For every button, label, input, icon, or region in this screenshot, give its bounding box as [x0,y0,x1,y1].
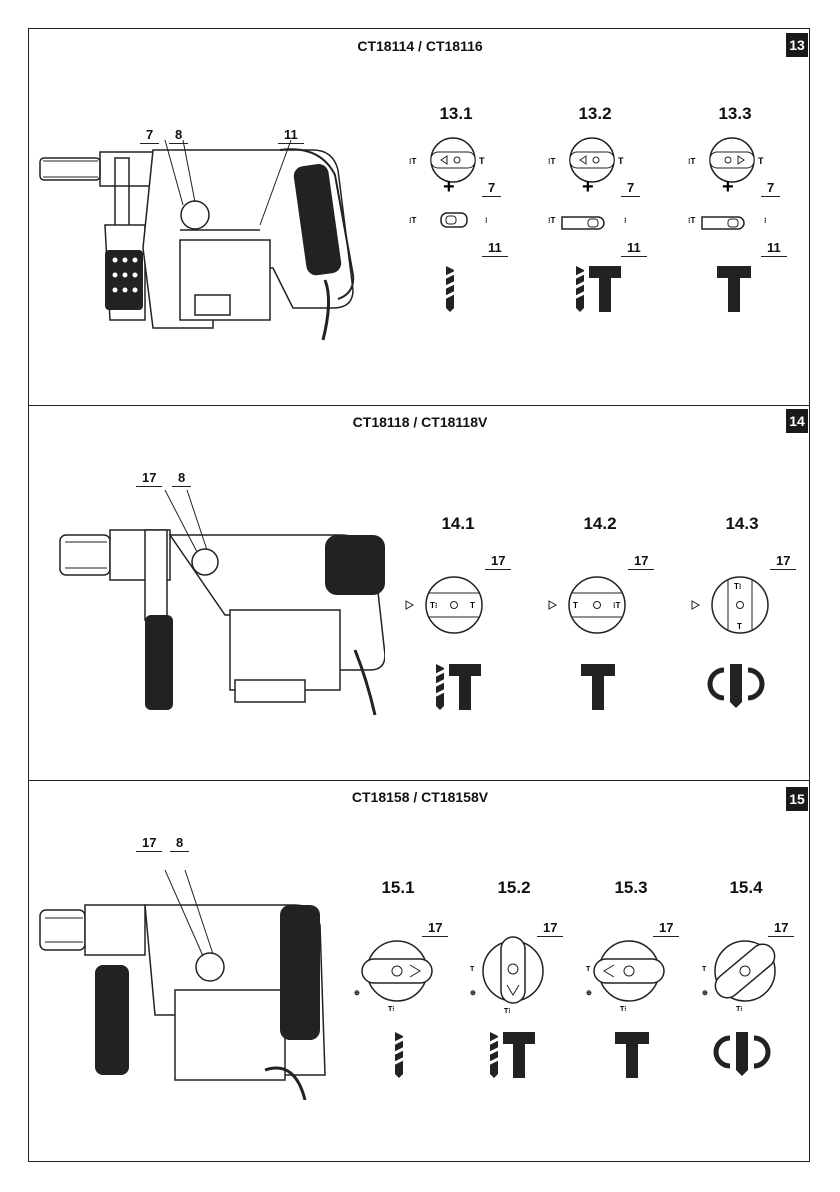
dial-callout: 7 [482,180,501,197]
switch-diagram: ⁝T ⁝ [544,205,644,235]
svg-text:⁝T: ⁝T [613,601,621,610]
svg-text:⊕: ⊕ [354,990,360,997]
svg-text:T: T [586,966,591,973]
svg-text:T: T [758,156,764,166]
hammer-drill-icon [487,1028,537,1078]
dial-callout: 17 [485,553,511,570]
figure-badge: 15 [786,787,808,811]
chisel-adjust-icon [712,1028,772,1078]
mode-dial-diagram: ⁝T T + [544,135,644,215]
switch-diagram: ⁝T ⁝ [684,205,784,235]
model-title: CT18114 / CT18116 [270,38,570,54]
svg-text:⁝: ⁝ [485,216,488,225]
svg-text:+: + [582,176,594,198]
dial-callout: 17 [768,920,794,937]
dial-callout: 17 [537,920,563,937]
mode-dial-diagram: T ⊕ T⁝ [700,935,790,1015]
svg-text:T⁝: T⁝ [504,1008,511,1015]
svg-text:T: T [618,156,624,166]
mode-dial-diagram: T⁝ T [688,575,778,640]
drill-icon [389,1028,409,1078]
svg-text:+: + [443,176,455,198]
callout-7: 7 [140,127,159,144]
svg-text:⊕: ⊕ [586,990,592,997]
section-divider [28,405,810,406]
section-divider [28,780,810,781]
diagram-label: 15.1 [358,878,438,898]
dial-callout: 17 [653,920,679,937]
svg-text:T: T [470,601,475,610]
switch-callout: 11 [482,240,508,257]
hammer-icon [716,262,752,312]
svg-text:T: T [737,622,742,631]
mode-dial-diagram: T⁝ T [402,575,492,640]
diagram-label: 14.1 [418,514,498,534]
switch-callout: 11 [621,240,647,257]
figure-badge: 14 [786,409,808,433]
callout-8: 8 [170,835,189,852]
diagram-label: 14.2 [560,514,640,534]
mode-dial-diagram: ⁝T T + [405,135,505,215]
mode-dial-diagram: T ⊕ T⁝ [584,935,674,1015]
diagram-label: 14.3 [702,514,782,534]
svg-text:T: T [470,966,475,973]
drill-icon [440,262,460,312]
chisel-adjust-icon [706,660,766,710]
svg-text:⁝T: ⁝T [688,216,696,225]
diagram-label: 13.1 [416,104,496,124]
callout-8: 8 [172,470,191,487]
svg-text:T⁝: T⁝ [736,1006,743,1013]
diagram-label: 13.3 [695,104,775,124]
svg-text:⁝T: ⁝T [548,157,556,166]
callout-11: 11 [278,127,304,144]
hammer-icon [580,660,616,710]
rotary-hammer-illustration [55,490,385,720]
hammer-icon [614,1028,650,1078]
model-title: CT18118 / CT18118V [270,414,570,430]
diagram-label: 15.3 [591,878,671,898]
svg-text:⊕: ⊕ [702,990,708,997]
svg-text:+: + [722,176,734,198]
svg-text:T⁝: T⁝ [620,1006,627,1013]
mode-dial-diagram: T ⊕ T⁝ [468,935,558,1015]
switch-diagram: ⁝T ⁝ [405,205,505,235]
rotary-hammer-illustration [35,870,335,1100]
svg-text:⁝T: ⁝T [548,216,556,225]
figure-badge: 13 [786,33,808,57]
svg-text:T⁝: T⁝ [388,1006,395,1013]
switch-callout: 11 [761,240,787,257]
rotary-hammer-illustration [35,130,355,360]
svg-text:⊕: ⊕ [470,990,476,997]
dial-callout: 7 [621,180,640,197]
callout-17: 17 [136,835,162,852]
dial-callout: 17 [628,553,654,570]
svg-text:⁝T: ⁝T [688,157,696,166]
svg-text:T: T [479,156,485,166]
callout-17: 17 [136,470,162,487]
svg-text:T⁝: T⁝ [430,601,437,610]
svg-text:⁝: ⁝ [764,216,767,225]
svg-text:⁝T: ⁝T [409,157,417,166]
dial-callout: 17 [770,553,796,570]
diagram-label: 15.2 [474,878,554,898]
hammer-drill-icon [573,262,623,312]
callout-8: 8 [169,127,188,144]
mode-dial-diagram: T ⁝T [545,575,635,640]
svg-text:⁝: ⁝ [624,216,627,225]
dial-callout: 17 [422,920,448,937]
diagram-label: 15.4 [706,878,786,898]
svg-text:T: T [702,966,707,973]
svg-text:T: T [573,601,578,610]
hammer-drill-icon [433,660,483,710]
model-title: CT18158 / CT18158V [270,789,570,805]
mode-dial-diagram: ⊕ T⁝ [352,935,442,1015]
svg-text:T⁝: T⁝ [734,582,741,591]
svg-text:⁝T: ⁝T [409,216,417,225]
diagram-label: 13.2 [555,104,635,124]
dial-callout: 7 [761,180,780,197]
mode-dial-diagram: ⁝T T + [684,135,784,215]
